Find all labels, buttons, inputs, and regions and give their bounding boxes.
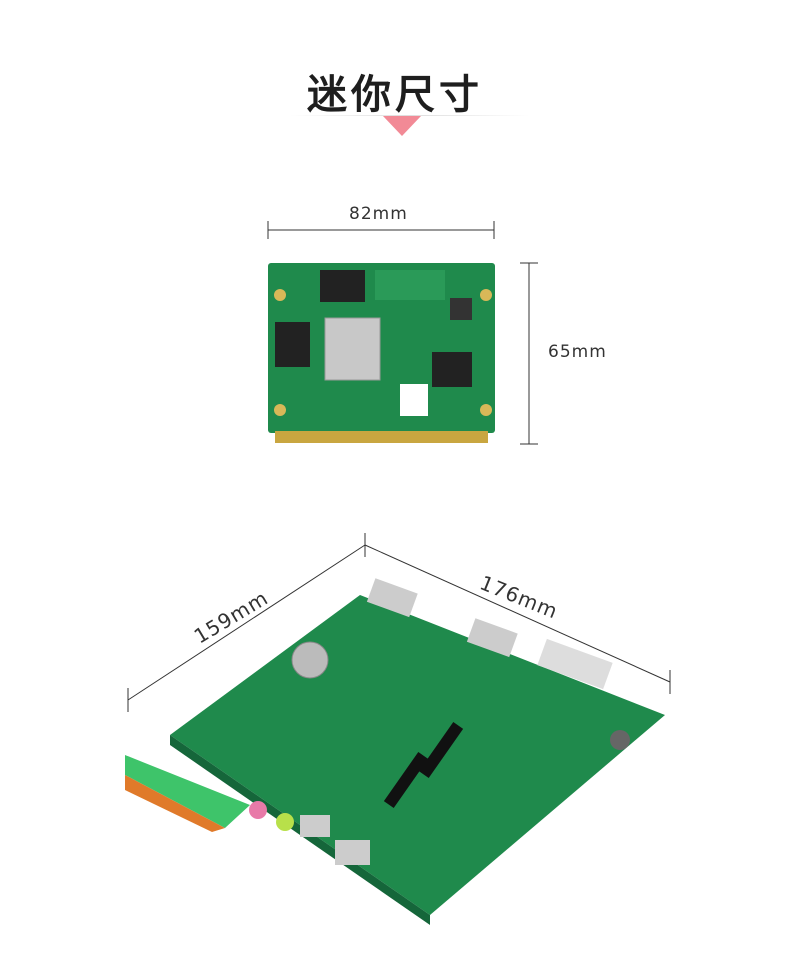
title-divider (290, 115, 530, 116)
core-height-dimension-line (520, 262, 538, 445)
carrier-board-image (125, 578, 665, 925)
core-width-label: 82mm (349, 204, 408, 224)
core-height-label: 65mm (548, 342, 607, 362)
core-board-image (268, 263, 495, 443)
page-title: 迷你尺寸 (307, 72, 483, 118)
carrier-width-dimension-line (364, 544, 671, 694)
core-width-dimension-line (267, 221, 495, 239)
pointer-triangle-icon (383, 116, 421, 136)
